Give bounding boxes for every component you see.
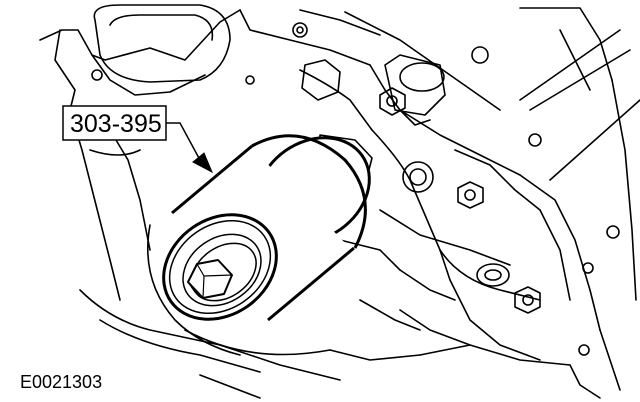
figure-id: E0021303 — [20, 372, 102, 392]
callout-label: 303-395 — [70, 110, 162, 138]
tool-callout: 303-395 — [62, 105, 214, 174]
special-tool-303-395 — [162, 134, 371, 325]
leader-line — [166, 122, 201, 161]
callout-box — [62, 105, 167, 141]
hex-bolt — [187, 259, 233, 299]
leader-arrowhead — [192, 152, 214, 174]
